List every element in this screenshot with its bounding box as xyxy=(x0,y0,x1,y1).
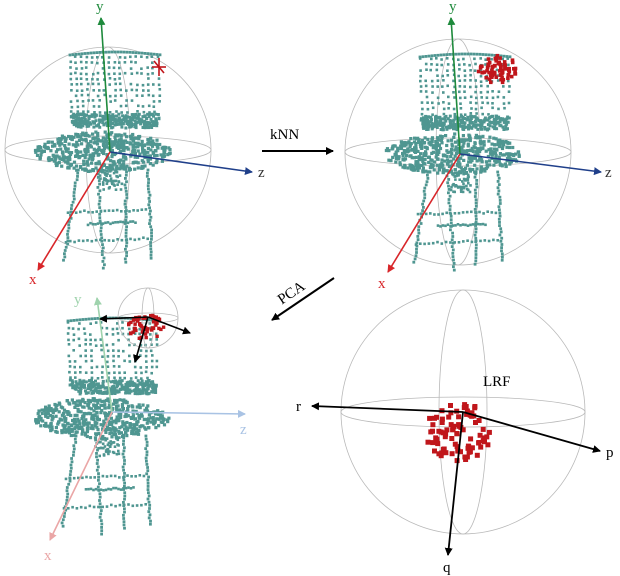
y-axis-label: y xyxy=(96,0,104,15)
lrf-axis-q xyxy=(444,411,464,556)
lrf-axis-r xyxy=(311,402,464,413)
pca-step: PCA xyxy=(271,277,335,321)
x-axis-label: x xyxy=(378,276,386,292)
z-axis-label: z xyxy=(258,165,265,181)
x-axis-label: x xyxy=(44,548,52,564)
pca-label: PCA xyxy=(275,278,308,308)
x-axis xyxy=(37,151,111,271)
lrf-label: LRF xyxy=(483,374,511,390)
panel-lrf-closeup: LRF r p q xyxy=(296,289,614,576)
knn-label: kNN xyxy=(270,127,299,143)
chair-point-cloud xyxy=(34,316,171,536)
z-axis xyxy=(109,151,253,175)
y-axis-label: y xyxy=(74,292,82,308)
z-axis-faded xyxy=(111,409,246,418)
chair-point-cloud xyxy=(33,50,172,270)
y-axis-faded xyxy=(93,297,113,413)
x-axis-faded xyxy=(49,411,113,541)
y-axis xyxy=(97,17,111,153)
keypoint-marker xyxy=(152,58,166,76)
x-axis xyxy=(387,153,461,273)
z-axis-label: z xyxy=(240,422,247,438)
lrf-axis-p xyxy=(147,316,191,335)
r-axis-label: r xyxy=(296,399,301,415)
panel-knn-neighborhood: y z x xyxy=(344,0,612,292)
panel-cloud-with-lrf: y z x xyxy=(34,287,247,564)
chair-point-cloud xyxy=(384,52,521,272)
neighborhood-points xyxy=(476,53,518,85)
x-axis-label: x xyxy=(29,272,37,288)
q-axis-label: q xyxy=(443,560,451,576)
y-axis xyxy=(447,17,461,155)
knn-step: kNN xyxy=(262,127,334,155)
lrf-axis-q xyxy=(133,316,149,363)
lrf-axis-r xyxy=(99,314,149,323)
z-axis xyxy=(459,153,602,176)
y-axis-label: y xyxy=(449,0,457,15)
lrf-axis-p xyxy=(462,411,601,453)
z-axis-label: z xyxy=(605,165,612,181)
p-axis-label: p xyxy=(606,445,614,461)
pca-arrow xyxy=(271,277,335,321)
panel-original-cloud: y z x xyxy=(4,0,265,288)
